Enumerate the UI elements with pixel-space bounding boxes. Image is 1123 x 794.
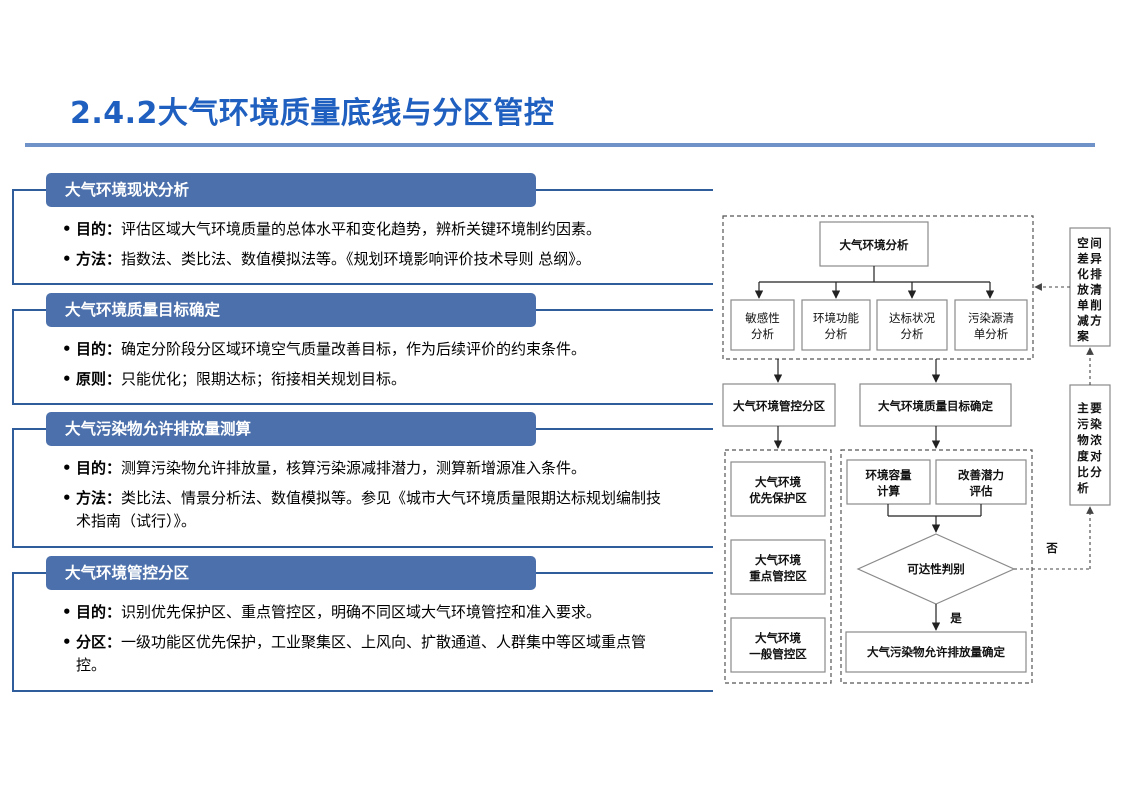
node-sensitivity-line1: 敏感性 bbox=[745, 311, 780, 325]
bullet-item: 目的：测算污染物允许排放量，核算污染源减排潜力，测算新增源准入条件。 bbox=[62, 457, 662, 480]
node-priority-protection-line1: 大气环境 bbox=[755, 475, 801, 489]
node-final-emission bbox=[845, 631, 1027, 673]
side-char: 清 bbox=[1090, 283, 1102, 297]
bullets-zoning-control: 目的：识别优先保护区、重点管控区，明确不同区域大气环境管控和准入要求。 分区：一… bbox=[62, 601, 662, 684]
node-feasibility-judge-label: 可达性判别 bbox=[907, 562, 965, 576]
side-char: 异 bbox=[1090, 252, 1102, 266]
side-char: 空 bbox=[1077, 236, 1089, 250]
node-final-emission-label: 大气污染物允许排放量确定 bbox=[867, 645, 1005, 659]
node-priority-protection-line2: 优先保护区 bbox=[749, 491, 807, 505]
node-compliance bbox=[876, 299, 948, 351]
bullet-item: 目的：确定分阶段分区域环境空气质量改善目标，作为后续评价的约束条件。 bbox=[62, 338, 662, 361]
side-char: 对 bbox=[1090, 449, 1102, 463]
side-char: 减 bbox=[1077, 314, 1089, 328]
side-char: 方 bbox=[1090, 314, 1102, 328]
bullets-emission-calc: 目的：测算污染物允许排放量，核算污染源减排潜力，测算新增源准入条件。 方法：类比… bbox=[62, 457, 662, 540]
side-char: 排 bbox=[1090, 267, 1102, 281]
node-zoning bbox=[722, 383, 836, 427]
side-char: 案 bbox=[1076, 329, 1089, 343]
node-key-control-line2: 重点管控区 bbox=[749, 569, 807, 583]
node-capacity-line2: 计算 bbox=[877, 484, 900, 498]
node-pollution-inventory bbox=[954, 299, 1028, 351]
side-char: 间 bbox=[1090, 236, 1102, 250]
zoning-group bbox=[724, 449, 832, 684]
side-char: 差 bbox=[1077, 252, 1089, 266]
side-char: 度 bbox=[1077, 449, 1089, 463]
node-general-control-line1: 大气环境 bbox=[755, 631, 801, 645]
node-concentration-compare-text: 主要污染物浓度对比分析 bbox=[1077, 401, 1102, 495]
section-header-status-analysis: 大气环境现状分析 bbox=[46, 173, 536, 207]
section-header-target-setting: 大气环境质量目标确定 bbox=[46, 293, 536, 327]
side-char: 染 bbox=[1089, 417, 1102, 431]
node-potential-line1: 改善潜力 bbox=[958, 468, 1004, 482]
target-group bbox=[840, 449, 1033, 684]
bullet-item: 原则：只能优化；限期达标；衔接相关规划目标。 bbox=[62, 368, 662, 391]
analysis-group bbox=[722, 215, 1034, 360]
bullet-item: 分区：一级功能区优先保护，工业聚集区、上风向、扩散通道、人群集中等区域重点管控。 bbox=[62, 631, 662, 677]
side-char: 主 bbox=[1077, 401, 1089, 415]
node-analysis bbox=[819, 221, 929, 267]
node-key-control-line1: 大气环境 bbox=[755, 553, 801, 567]
node-pollution-inventory-line2: 单分析 bbox=[974, 327, 1009, 341]
side-char: 削 bbox=[1090, 298, 1102, 312]
bullet-item: 方法：指数法、类比法、数值模拟法等。《规划环境影响评价技术导则 总纲》。 bbox=[62, 248, 662, 271]
side-char: 析 bbox=[1077, 481, 1089, 495]
node-compliance-line1: 达标状况 bbox=[889, 311, 935, 325]
title-divider bbox=[25, 143, 1095, 147]
node-sensitivity-line2: 分析 bbox=[751, 327, 774, 341]
node-pollution-inventory-line1: 污染源清 bbox=[968, 311, 1014, 325]
node-general-control-line2: 一般管控区 bbox=[749, 647, 807, 661]
bullet-item: 目的：识别优先保护区、重点管控区，明确不同区域大气环境管控和准入要求。 bbox=[62, 601, 662, 624]
node-analysis-label: 大气环境分析 bbox=[840, 238, 909, 252]
side-char: 放 bbox=[1076, 283, 1089, 297]
yes-label: 是 bbox=[949, 611, 962, 625]
node-target bbox=[859, 383, 1012, 427]
bullet-item: 方法：类比法、情景分析法、数值模拟等。参见《城市大气环境质量限期达标规划编制技术… bbox=[62, 487, 662, 533]
node-priority-protection bbox=[730, 461, 826, 517]
node-zoning-label: 大气环境管控分区 bbox=[733, 399, 825, 413]
no-label: 否 bbox=[1045, 541, 1058, 555]
node-potential bbox=[935, 459, 1027, 505]
node-sensitivity bbox=[730, 299, 795, 351]
node-capacity-line1: 环境容量 bbox=[866, 468, 912, 482]
side-char: 分 bbox=[1090, 465, 1102, 479]
node-concentration-compare bbox=[1069, 384, 1111, 506]
node-env-function-line2: 分析 bbox=[825, 327, 848, 341]
bullets-status-analysis: 目的：评估区域大气环境质量的总体水平和变化趋势，辨析关键环境制约因素。 方法：指… bbox=[62, 218, 662, 278]
side-char: 比 bbox=[1077, 465, 1089, 479]
side-char: 浓 bbox=[1090, 433, 1102, 447]
node-compliance-line2: 分析 bbox=[901, 327, 924, 341]
node-target-label: 大气环境质量目标确定 bbox=[878, 399, 993, 413]
node-reduction-plan-text: 空间差异化排放清单削减方案 bbox=[1076, 236, 1102, 343]
node-potential-line2: 评估 bbox=[970, 484, 993, 498]
side-char: 要 bbox=[1090, 401, 1102, 415]
section-header-zoning-control: 大气环境管控分区 bbox=[46, 556, 536, 590]
side-char: 单 bbox=[1077, 298, 1089, 312]
side-char: 污 bbox=[1077, 417, 1089, 431]
section-header-emission-calc: 大气污染物允许排放量测算 bbox=[46, 412, 536, 446]
bullets-target-setting: 目的：确定分阶段分区域环境空气质量改善目标，作为后续评价的约束条件。 原则：只能… bbox=[62, 338, 662, 398]
node-env-function-line1: 环境功能 bbox=[813, 311, 859, 325]
node-env-function bbox=[801, 299, 871, 351]
bullet-item: 目的：评估区域大气环境质量的总体水平和变化趋势，辨析关键环境制约因素。 bbox=[62, 218, 662, 241]
node-reduction-plan bbox=[1069, 227, 1111, 347]
side-char: 物 bbox=[1077, 433, 1089, 447]
page-title: 2.4.2大气环境质量底线与分区管控 bbox=[70, 96, 555, 131]
node-key-control bbox=[730, 539, 826, 595]
side-char: 化 bbox=[1077, 267, 1089, 281]
node-general-control bbox=[730, 617, 826, 673]
